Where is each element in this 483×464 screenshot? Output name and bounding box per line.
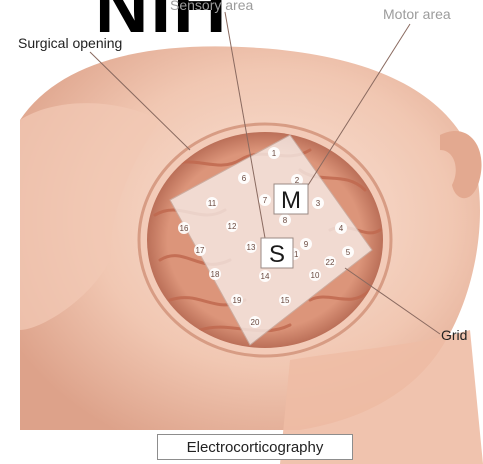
svg-text:17: 17 (196, 246, 205, 255)
electrode-10: 10 (309, 269, 321, 281)
svg-text:8: 8 (283, 216, 288, 225)
svg-text:9: 9 (304, 240, 309, 249)
svg-text:12: 12 (228, 222, 237, 231)
marker-motor: M (274, 184, 308, 214)
svg-text:7: 7 (263, 196, 268, 205)
marker-sensory: S (261, 238, 293, 268)
svg-text:S: S (269, 241, 285, 268)
svg-text:14: 14 (261, 272, 270, 281)
electrode-7: 7 (259, 194, 271, 206)
label-sensory-area: Sensory area (170, 0, 253, 13)
electrode-19: 19 (231, 294, 243, 306)
svg-text:16: 16 (180, 224, 189, 233)
svg-text:M: M (281, 187, 301, 214)
label-grid: Grid (441, 327, 467, 343)
label-motor-area: Motor area (383, 6, 451, 22)
svg-text:18: 18 (211, 270, 220, 279)
electrode-17: 17 (194, 244, 206, 256)
electrode-8: 8 (279, 214, 291, 226)
svg-text:3: 3 (316, 199, 321, 208)
electrode-18: 18 (209, 268, 221, 280)
svg-text:11: 11 (208, 199, 217, 208)
electrode-11: 11 (206, 197, 218, 209)
electrode-9: 9 (300, 238, 312, 250)
figure-caption: Electrocorticography (157, 434, 353, 460)
electrode-20: 20 (249, 316, 261, 328)
svg-text:20: 20 (251, 318, 260, 327)
electrode-16: 16 (178, 222, 190, 234)
electrode-6: 6 (238, 172, 250, 184)
svg-text:6: 6 (242, 174, 247, 183)
svg-text:4: 4 (339, 224, 344, 233)
svg-text:15: 15 (281, 296, 290, 305)
electrode-5: 5 (342, 246, 354, 258)
svg-text:1: 1 (272, 149, 277, 158)
electrode-13: 13 (245, 241, 257, 253)
svg-text:10: 10 (311, 271, 320, 280)
svg-text:22: 22 (326, 258, 335, 267)
electrode-22: 22 (324, 256, 336, 268)
svg-text:13: 13 (247, 243, 256, 252)
electrode-15: 15 (279, 294, 291, 306)
electrode-1: 1 (268, 147, 280, 159)
electrode-3: 3 (312, 197, 324, 209)
svg-text:19: 19 (233, 296, 242, 305)
electrode-14: 14 (259, 270, 271, 282)
electrode-12: 12 (226, 220, 238, 232)
svg-text:5: 5 (346, 248, 351, 257)
electrode-4: 4 (335, 222, 347, 234)
label-surgical-opening: Surgical opening (18, 35, 122, 51)
